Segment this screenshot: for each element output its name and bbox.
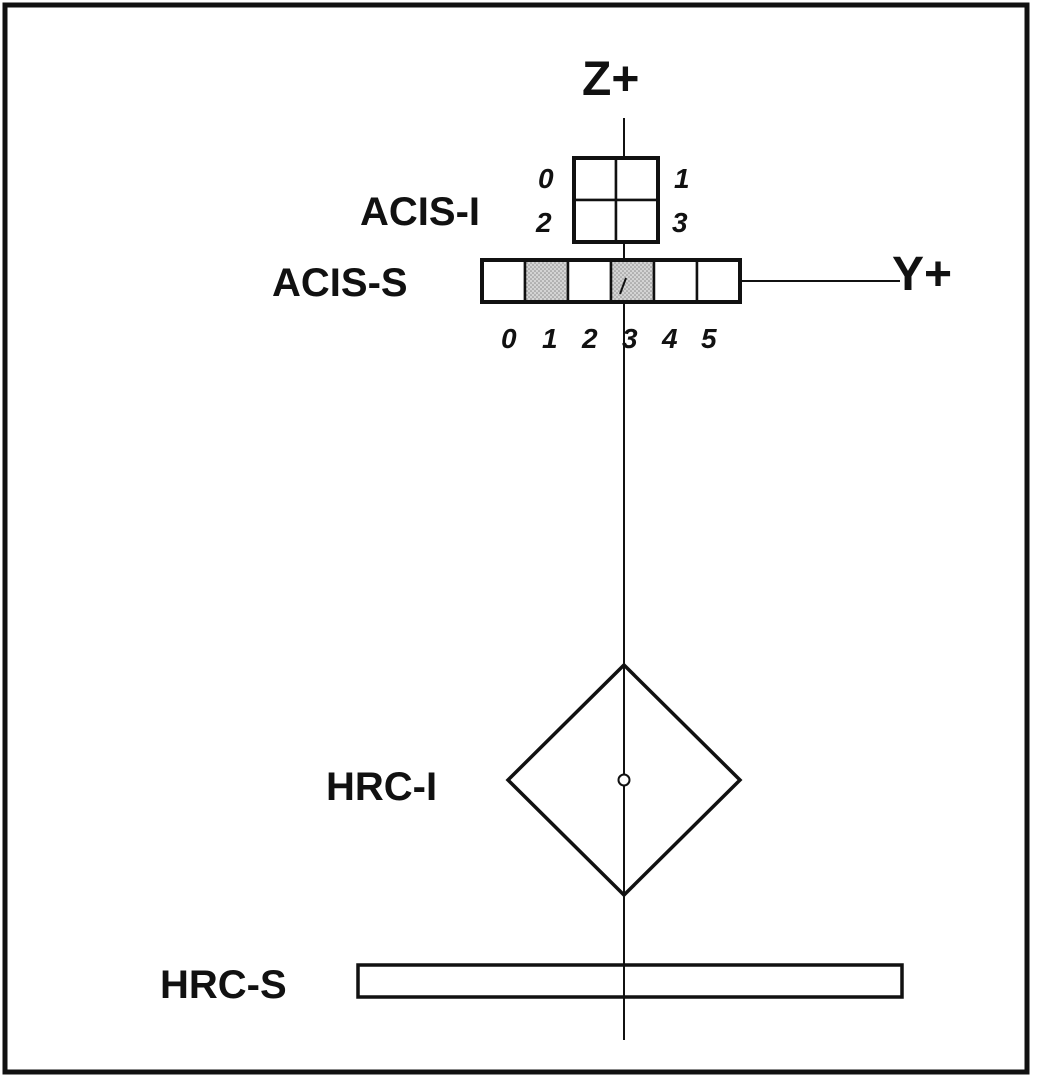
hrc-i-label: HRC-I xyxy=(326,765,437,809)
acis-s-chip-0 xyxy=(480,258,527,304)
y-axis-label: Y+ xyxy=(892,248,952,301)
acis-s-chip-1 xyxy=(523,258,570,304)
frame-border xyxy=(2,2,1030,1075)
acis-i-chip-1 xyxy=(614,156,660,202)
acis-i-chip-label-1: 1 xyxy=(674,163,690,194)
acis-s-label: ACIS-S xyxy=(272,261,408,305)
acis-i-chip-label-0: 0 xyxy=(538,163,554,194)
acis-s-outline xyxy=(480,258,742,304)
acis-i-outline xyxy=(572,156,660,244)
acis-s-aimpoint-tick xyxy=(619,277,627,295)
acis-s-chip-label-1: 1 xyxy=(542,323,558,354)
acis-s-array xyxy=(480,258,742,304)
acis-s-chip-label-2: 2 xyxy=(581,323,598,354)
hrc-i-aimpoint xyxy=(617,773,631,787)
acis-s-chip-5 xyxy=(695,258,742,304)
z-axis-label: Z+ xyxy=(582,53,639,106)
acis-i-label: ACIS-I xyxy=(360,190,480,234)
hrc-i-detector xyxy=(505,662,743,898)
acis-s-chip-3 xyxy=(609,258,656,304)
acis-s-chip-label-5: 5 xyxy=(701,323,717,354)
hrc-s-detector xyxy=(356,963,904,999)
acis-s-chip-2 xyxy=(566,258,613,304)
acis-i-chip-label-3: 3 xyxy=(672,207,688,238)
acis-i-chip-label-2: 2 xyxy=(535,207,552,238)
acis-s-chip-label-4: 4 xyxy=(661,323,678,354)
acis-i-chip-3 xyxy=(614,198,660,244)
acis-s-chip-4 xyxy=(652,258,699,304)
acis-s-chip-label-3: 3 xyxy=(622,323,638,354)
acis-i-chip-2 xyxy=(572,198,618,244)
hrc-s-label: HRC-S xyxy=(160,963,287,1007)
acis-i-chip-0 xyxy=(572,156,618,202)
acis-s-chip-label-0: 0 xyxy=(501,323,517,354)
acis-i-array xyxy=(572,156,660,244)
